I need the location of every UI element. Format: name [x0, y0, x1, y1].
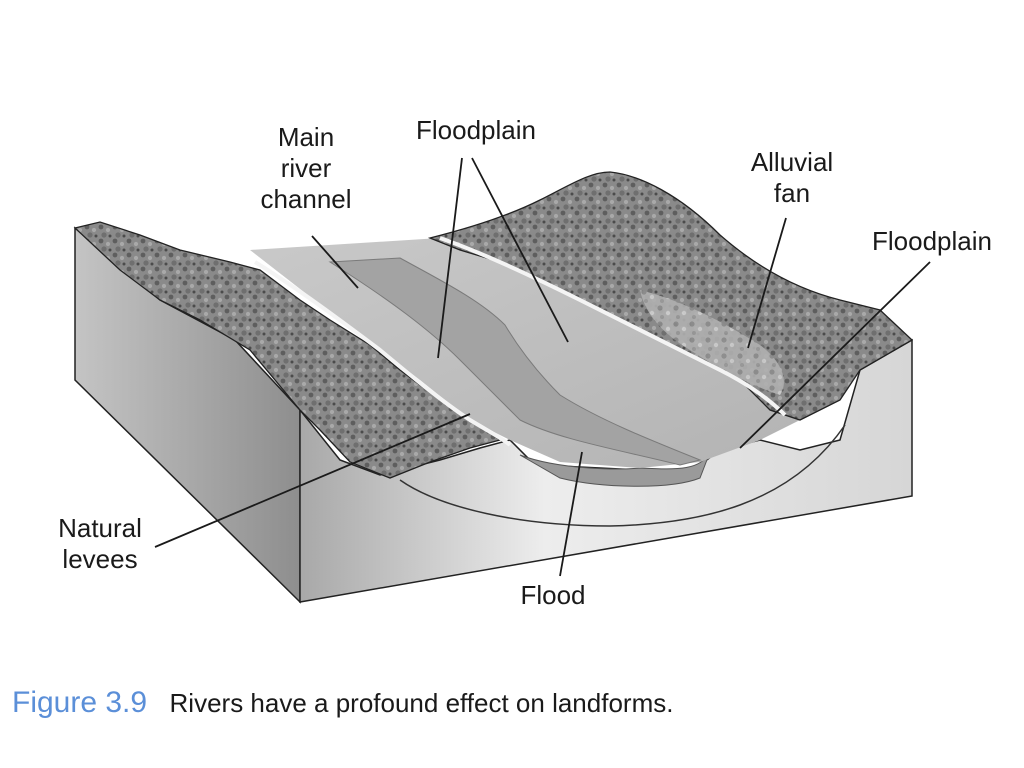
label-floodplain-right: Floodplain: [852, 226, 1012, 257]
label-natural-levees: Natural levees: [40, 513, 160, 575]
label-main-line-3: channel: [260, 184, 352, 214]
label-flood: Flood: [498, 580, 608, 611]
right-levee-edge: [439, 236, 787, 417]
figure-caption-text: Rivers have a profound effect on landfor…: [169, 688, 674, 718]
label-levees-line-2: levees: [62, 544, 138, 574]
leader-lines: [154, 157, 931, 577]
label-main-line-2: river: [280, 153, 332, 183]
label-floodplain-right-text: Floodplain: [872, 226, 992, 256]
label-alluvial-line-1: Alluvial: [750, 147, 834, 177]
label-flood-text: Flood: [520, 580, 586, 610]
label-alluvial-line-2: fan: [773, 178, 811, 208]
label-alluvial-fan: Alluvial fan: [732, 147, 852, 209]
label-main-line-1: Main: [277, 122, 335, 152]
label-levees-line-1: Natural: [58, 513, 142, 543]
figure-number: Figure 3.9: [12, 686, 148, 719]
river-channel: [328, 257, 702, 466]
leader-main-river-channel: [311, 235, 359, 289]
label-floodplain-center-text: Floodplain: [416, 115, 536, 145]
leader-floodplain-right: [471, 157, 569, 343]
figure-caption: Figure 3.9 Rivers have a profound effect…: [12, 686, 673, 720]
leader-alluvial-fan: [747, 217, 787, 349]
leader-natural-levees: [154, 413, 471, 548]
valley-profile-line: [399, 424, 846, 527]
label-floodplain-center: Floodplain: [396, 115, 556, 146]
right-hillside: [427, 171, 914, 421]
leader-floodplain-left: [437, 157, 463, 359]
leader-floodplain-far-right: [739, 261, 931, 449]
left-levee-edge: [253, 260, 512, 447]
flood-water-section: [519, 451, 711, 487]
leader-flood: [559, 451, 583, 577]
label-main-river-channel: Main river channel: [246, 122, 366, 215]
alluvial-fan: [640, 290, 784, 395]
